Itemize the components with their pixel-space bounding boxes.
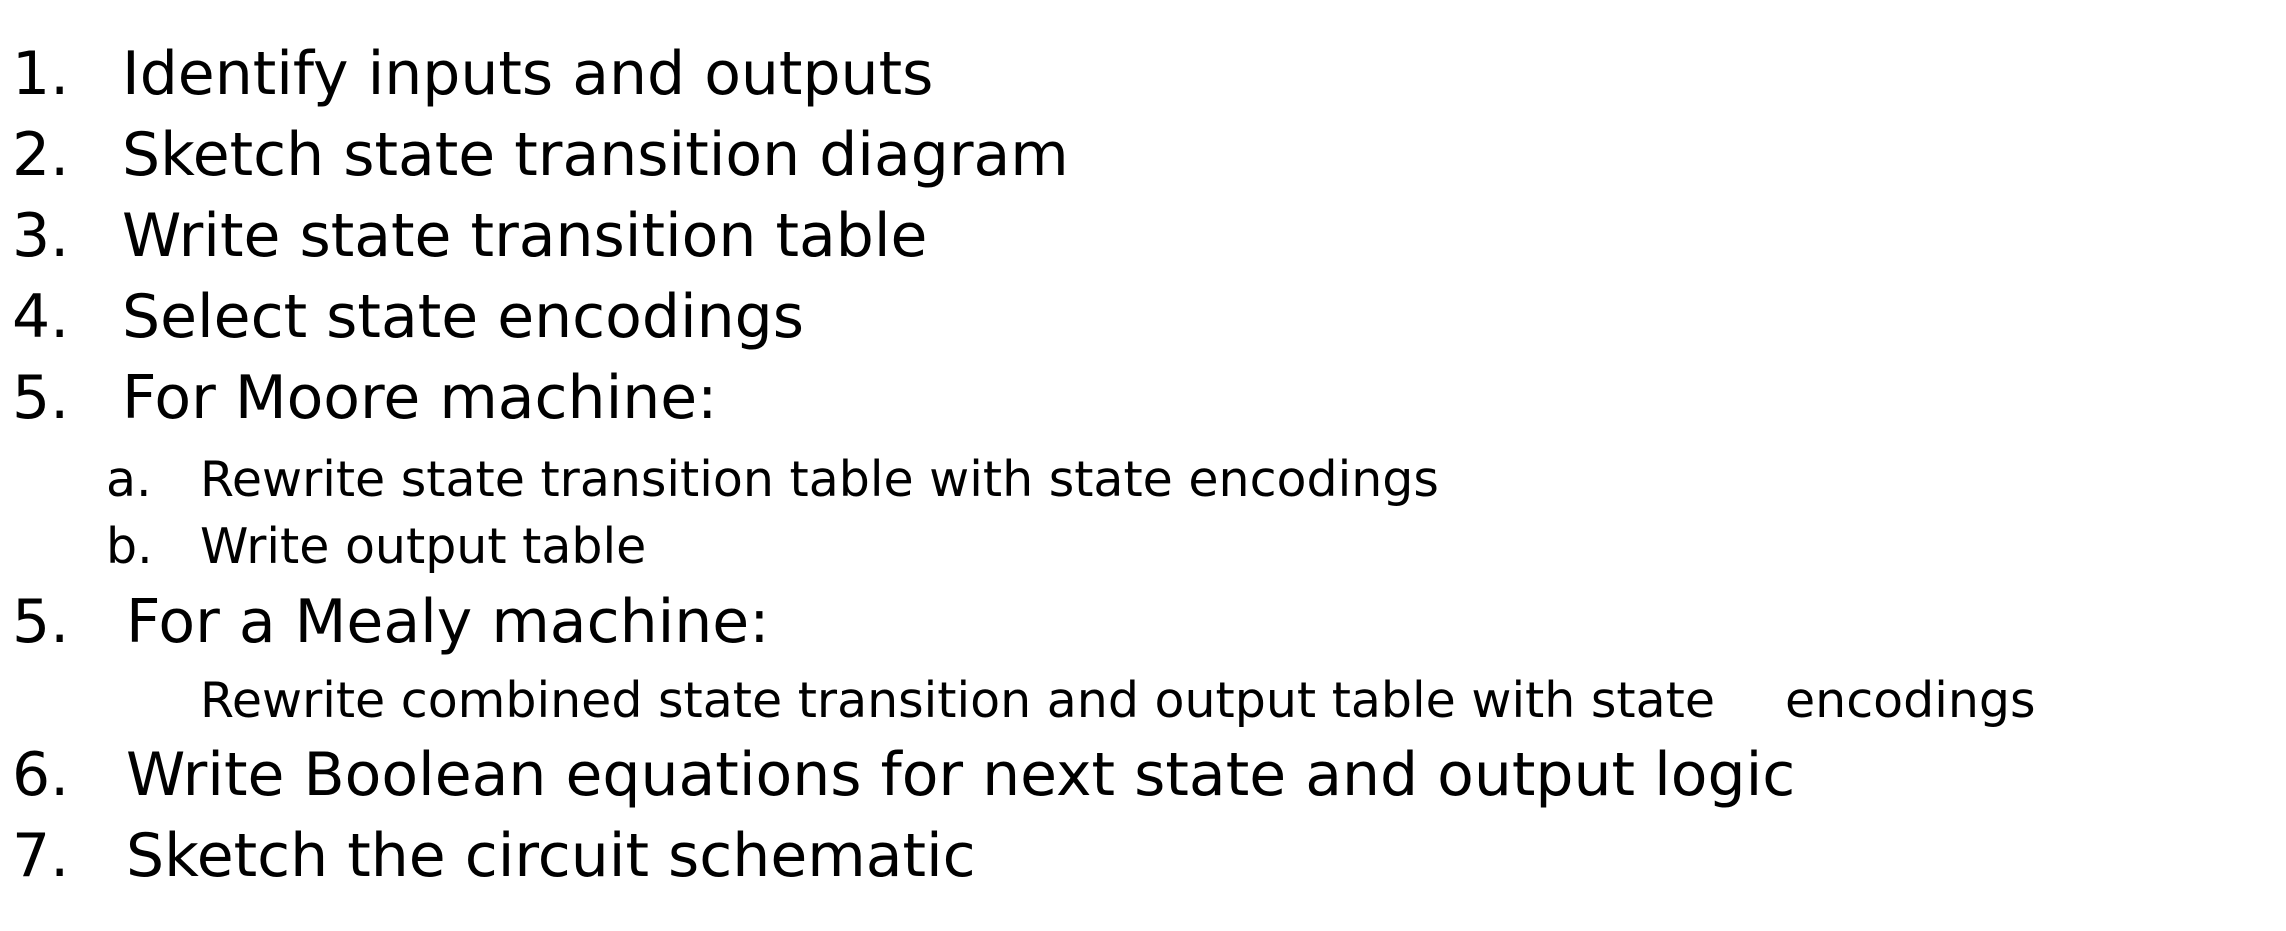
list-item-text: Sketch state transition diagram xyxy=(122,120,1069,190)
sub-list-item-text-part2: encodings xyxy=(1785,672,2036,729)
list-number: 6. xyxy=(12,740,70,810)
sub-list-letter: a. xyxy=(106,451,152,508)
list-number: 2. xyxy=(12,120,70,190)
list-number: 4. xyxy=(12,282,70,352)
sub-list-item-text: Write output table xyxy=(200,518,647,575)
list-item-text: For a Mealy machine: xyxy=(126,587,770,657)
list-number: 7. xyxy=(12,821,70,891)
list-item-text: Write state transition table xyxy=(122,201,928,271)
list-item-text: Select state encodings xyxy=(122,282,805,352)
sub-list-item-text-part1: Rewrite combined state transition and ou… xyxy=(200,672,1716,729)
list-item-text: Identify inputs and outputs xyxy=(122,39,934,109)
list-number: 1. xyxy=(12,39,70,109)
sub-list-letter: b. xyxy=(106,518,153,575)
list-item-text: Write Boolean equations for next state a… xyxy=(126,740,1796,810)
list-number: 3. xyxy=(12,201,70,271)
sub-list-item-text: Rewrite state transition table with stat… xyxy=(200,451,1439,508)
list-item-text: Sketch the circuit schematic xyxy=(126,821,976,891)
list-number: 5. xyxy=(12,587,70,657)
list-item-text: For Moore machine: xyxy=(122,363,718,433)
list-number: 5. xyxy=(12,363,70,433)
sub-list-item-text: Rewrite combined state transition and ou… xyxy=(200,676,2036,725)
